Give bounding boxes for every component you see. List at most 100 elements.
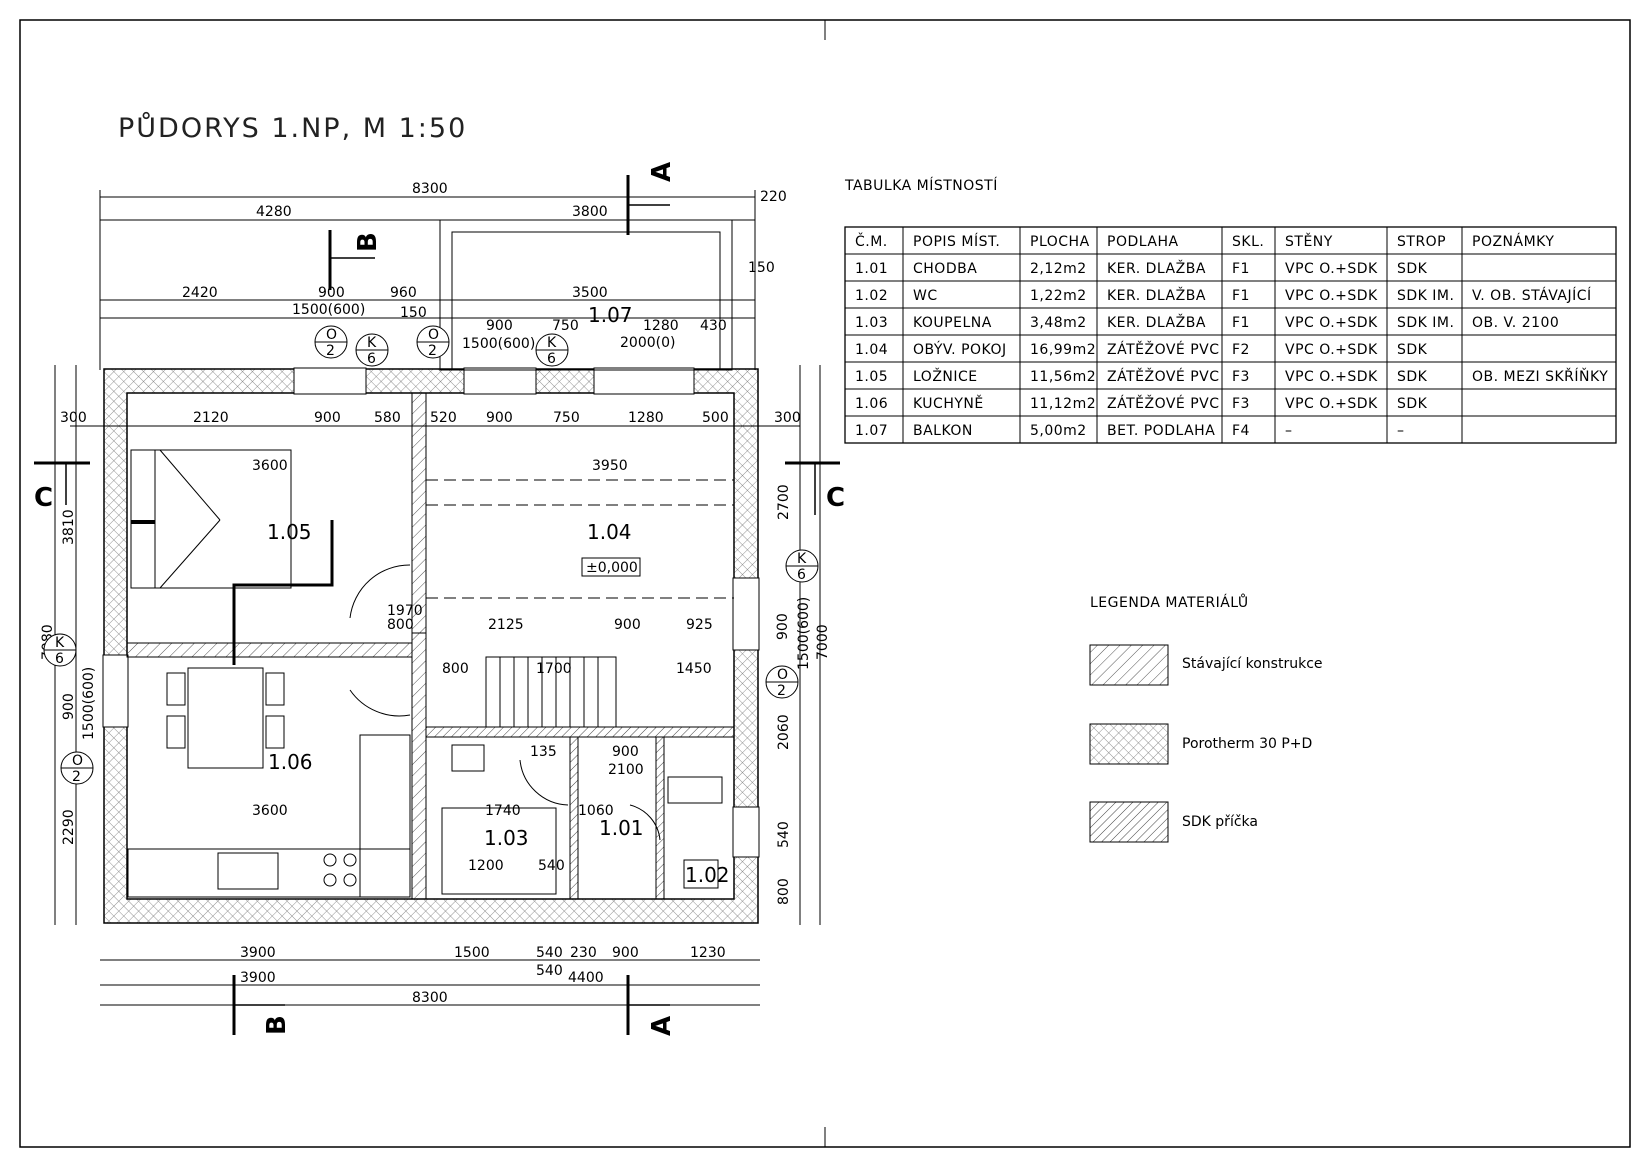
- dim: 2420: [182, 285, 218, 301]
- section-marker-a-bottom: [626, 975, 670, 1035]
- sdk-wall-bath-hall: [569, 736, 579, 900]
- dim: 900: [486, 318, 513, 334]
- dim: 900: [614, 617, 641, 633]
- window-tag: O2: [765, 665, 799, 699]
- dim: 1740: [485, 803, 521, 819]
- table-cell: 11,12m2: [1030, 396, 1096, 412]
- svg-text:O: O: [428, 327, 439, 343]
- section-label-a: A: [647, 162, 677, 182]
- table-header-cell: POPIS MÍST.: [913, 233, 1000, 250]
- section-label-c: C: [34, 483, 53, 513]
- dim: 2060: [776, 714, 792, 750]
- dim: 135: [530, 744, 557, 760]
- dim: 540: [536, 945, 563, 961]
- svg-text:2: 2: [777, 683, 786, 699]
- table-cell: 5,00m2: [1030, 423, 1087, 439]
- kitchen-tall-unit: [359, 734, 411, 898]
- dim: 300: [774, 410, 801, 426]
- table-cell: 1.07: [855, 423, 888, 439]
- table-cell: ZÁTĚŽOVÉ PVC: [1107, 340, 1220, 358]
- dim: 1700: [536, 661, 572, 677]
- room-number: 1.03: [484, 826, 529, 850]
- window-tag: K6: [355, 333, 389, 367]
- dim: 1500(600): [292, 302, 365, 318]
- dim: 750: [552, 318, 579, 334]
- section-marker-b-top: [328, 230, 375, 290]
- wc-bowl: [683, 859, 719, 889]
- dim: 1500(600): [462, 336, 535, 352]
- section-label-b: B: [262, 1015, 292, 1035]
- table-header-cell: STROP: [1397, 234, 1446, 250]
- table-cell: VPC O.+SDK: [1285, 342, 1378, 358]
- svg-text:K: K: [797, 551, 807, 567]
- dim: 3500: [572, 285, 608, 301]
- table-cell: SDK: [1397, 369, 1428, 385]
- table-cell: SDK IM.: [1397, 315, 1454, 331]
- room-number: 1.01: [599, 816, 644, 840]
- dim: 2100: [608, 762, 644, 778]
- table-cell: VPC O.+SDK: [1285, 315, 1378, 331]
- svg-text:O: O: [326, 327, 337, 343]
- dim: 3900: [240, 945, 276, 961]
- room-table-title: TABULKA MÍSTNOSTÍ: [844, 177, 998, 194]
- dim: 2290: [61, 809, 77, 845]
- table-cell: KUCHYNĚ: [913, 395, 984, 412]
- dim: 430: [700, 318, 727, 334]
- dim: 900: [612, 945, 639, 961]
- table-cell: VPC O.+SDK: [1285, 396, 1378, 412]
- dim: 800: [442, 661, 469, 677]
- door-swing: [629, 804, 661, 841]
- window-tag: K6: [535, 333, 569, 367]
- table-cell: F2: [1232, 342, 1250, 358]
- legend-swatch-porotherm: [1089, 723, 1169, 765]
- table-cell: F1: [1232, 315, 1250, 331]
- table-cell: LOŽNICE: [913, 367, 978, 385]
- legend-title: LEGENDA MATERIÁLŮ: [1090, 593, 1249, 611]
- table-cell: F3: [1232, 369, 1250, 385]
- drawing-title: PŮDORYS 1.NP, M 1:50: [118, 112, 467, 144]
- dim: 3900: [240, 970, 276, 986]
- table-cell: 3,48m2: [1030, 315, 1087, 331]
- dim: 520: [430, 410, 457, 426]
- table-cell: ZÁTĚŽOVÉ PVC: [1107, 367, 1220, 385]
- legend-swatch-sdk: [1089, 801, 1169, 843]
- table-cell: 1.06: [855, 396, 888, 412]
- window-tag: K6: [43, 633, 77, 667]
- dim-top-150: 150: [748, 260, 775, 276]
- table-cell: F1: [1232, 288, 1250, 304]
- legend-label: Stávající konstrukce: [1182, 656, 1323, 672]
- dim: 230: [570, 945, 597, 961]
- section-line-b: [232, 520, 334, 665]
- table-cell: BET. PODLAHA: [1107, 423, 1215, 439]
- kitchen-sink: [217, 852, 279, 890]
- dim-bottom-overall: 8300: [412, 990, 448, 1006]
- table-cell: 16,99m2: [1030, 342, 1096, 358]
- svg-text:2: 2: [72, 769, 81, 785]
- dim: 300: [60, 410, 87, 426]
- window-tag: O2: [60, 751, 94, 785]
- dim: 7000: [815, 624, 831, 660]
- table-header-cell: Č.M.: [855, 232, 888, 250]
- table-cell: 11,56m2: [1030, 369, 1096, 385]
- dim: 150: [400, 305, 427, 321]
- table-header-cell: PLOCHA: [1030, 234, 1090, 250]
- table-cell: SDK: [1397, 342, 1428, 358]
- dim-top-overall: 8300: [412, 181, 448, 197]
- svg-text:K: K: [55, 635, 65, 651]
- table-cell: KER. DLAŽBA: [1107, 286, 1206, 304]
- svg-text:O: O: [777, 667, 788, 683]
- table-cell: CHODBA: [913, 261, 977, 277]
- table-header-cell: SKL.: [1232, 234, 1264, 250]
- dim: 1970: [387, 603, 423, 619]
- table-cell: KER. DLAŽBA: [1107, 313, 1206, 331]
- dining-table: [187, 667, 264, 769]
- room-number: 1.02: [685, 863, 730, 887]
- svg-text:6: 6: [367, 351, 376, 367]
- kitchen-counter: [127, 848, 411, 898]
- dim: 1500(600): [81, 667, 97, 740]
- dim: 750: [553, 410, 580, 426]
- dim: 900: [486, 410, 513, 426]
- dim: 3950: [592, 458, 628, 474]
- section-marker-c-right: [785, 461, 840, 515]
